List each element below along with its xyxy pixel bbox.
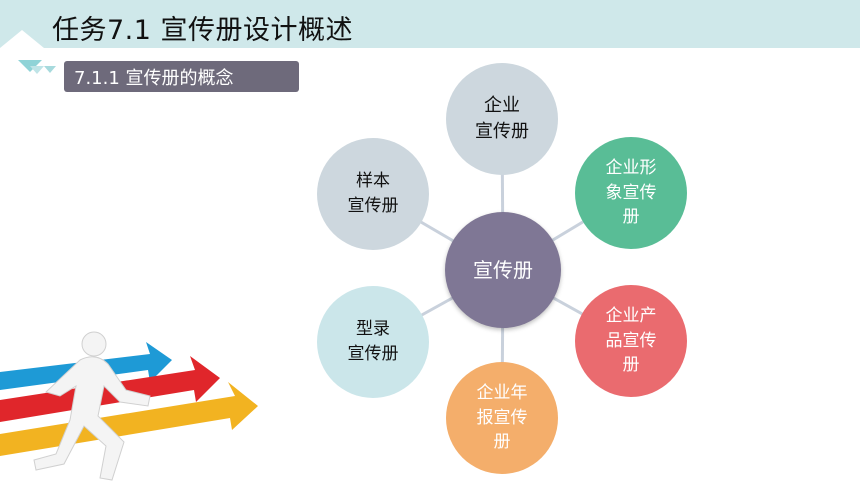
center-node-brochure: 宣传册 — [445, 212, 561, 328]
center-node-label: 宣传册 — [473, 257, 533, 282]
node-annual-report-brochure: 企业年 报宣传 册 — [446, 362, 558, 474]
node-label-line: 企业年 — [476, 383, 528, 404]
running-man-arrows-illustration — [0, 331, 258, 481]
page-title: 任务7.1 宣传册设计概述 — [52, 15, 354, 46]
node-label-line: 企业形 — [605, 158, 657, 179]
corner-triangle-decoration — [0, 30, 56, 74]
node-label-line: 册 — [622, 355, 640, 376]
node-sample-brochure: 样本 宣传册 — [317, 138, 429, 250]
node-label-line: 册 — [622, 207, 640, 228]
section-subtitle-box: 7.1.1 宣传册的概念 — [64, 61, 299, 92]
section-subtitle: 7.1.1 宣传册的概念 — [74, 68, 234, 89]
node-label-line: 企业产 — [605, 306, 657, 327]
node-label-line: 象宣传 — [605, 182, 657, 203]
node-label-line: 册 — [493, 432, 511, 453]
node-label-line: 企业 — [484, 94, 520, 116]
node-label-line: 宣传册 — [475, 121, 529, 142]
header-band — [0, 0, 860, 48]
node-label-line: 样本 — [356, 171, 390, 192]
running-man-icon — [33, 331, 151, 481]
node-catalog-brochure: 型录 宣传册 — [317, 286, 429, 398]
node-label-line: 报宣传 — [476, 407, 528, 428]
node-label-line: 宣传册 — [347, 344, 399, 364]
node-label-line: 宣传册 — [347, 196, 399, 216]
node-product-brochure: 企业产 品宣传 册 — [575, 285, 687, 397]
node-enterprise-brochure: 企业 宣传册 — [446, 63, 558, 175]
node-label-line: 型录 — [356, 319, 390, 340]
node-label-line: 品宣传 — [605, 330, 657, 351]
node-corporate-image-brochure: 企业形 象宣传 册 — [575, 137, 687, 249]
